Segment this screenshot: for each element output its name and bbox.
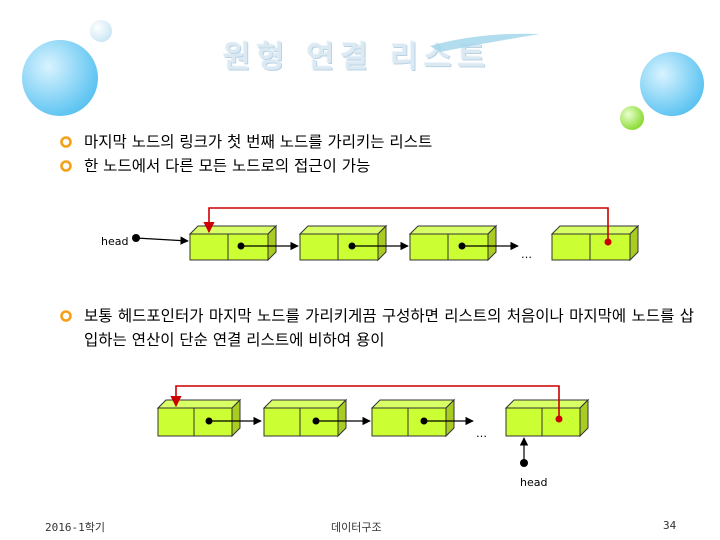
bullet-item: 보통 헤드포인터가 마지막 노드를 가리키게끔 구성하면 리스트의 처음이나 마…: [60, 304, 694, 352]
diagram-2: … head: [156, 385, 590, 489]
circular-link-arrow: [203, 207, 609, 242]
list-node: [262, 398, 348, 438]
bullet-ring-icon: [60, 160, 72, 172]
bullet-text: 보통 헤드포인터가 마지막 노드를 가리키게끔 구성하면 리스트의 처음이나 마…: [84, 307, 694, 349]
title-swoosh-decoration: [430, 33, 540, 52]
head-pointer-arrow: [135, 236, 189, 245]
list-node: [298, 224, 388, 262]
ellipsis-label: …: [521, 248, 532, 261]
bullet-text: 마지막 노드의 링크가 첫 번째 노드를 가리키는 리스트: [84, 133, 433, 151]
bullet-ring-icon: [60, 136, 72, 148]
page-number: 34: [663, 519, 677, 532]
footer-center: 데이터구조: [331, 521, 382, 534]
ellipsis-label: …: [476, 427, 487, 440]
bullet-item: 마지막 노드의 링크가 첫 번째 노드를 가리키는 리스트: [60, 130, 680, 154]
head-label: head: [101, 235, 128, 248]
list-node: [504, 398, 590, 438]
bubble-large-right: [640, 52, 704, 116]
bullet-item: 한 노드에서 다른 모든 노드로의 접근이 가능: [60, 154, 680, 178]
list-node: [156, 398, 242, 438]
bullet-ring-icon: [60, 310, 72, 322]
bullet-text: 한 노드에서 다른 모든 노드로의 접근이 가능: [84, 157, 371, 175]
list-node: [188, 224, 278, 262]
list-node: [408, 224, 498, 262]
circular-link-arrow: [170, 385, 560, 419]
list-node: [370, 398, 456, 438]
footer-left: 2016-1학기: [45, 521, 105, 534]
bubble-large-left: [22, 40, 98, 116]
bullet-list: 마지막 노드의 링크가 첫 번째 노드를 가리키는 리스트 한 노드에서 다른 …: [60, 130, 680, 178]
bubble-green-right: [620, 106, 644, 130]
head-label: head: [520, 476, 547, 489]
bubble-small-left: [90, 20, 112, 42]
diagram-1: head …: [101, 207, 640, 262]
list-node: [550, 224, 640, 262]
